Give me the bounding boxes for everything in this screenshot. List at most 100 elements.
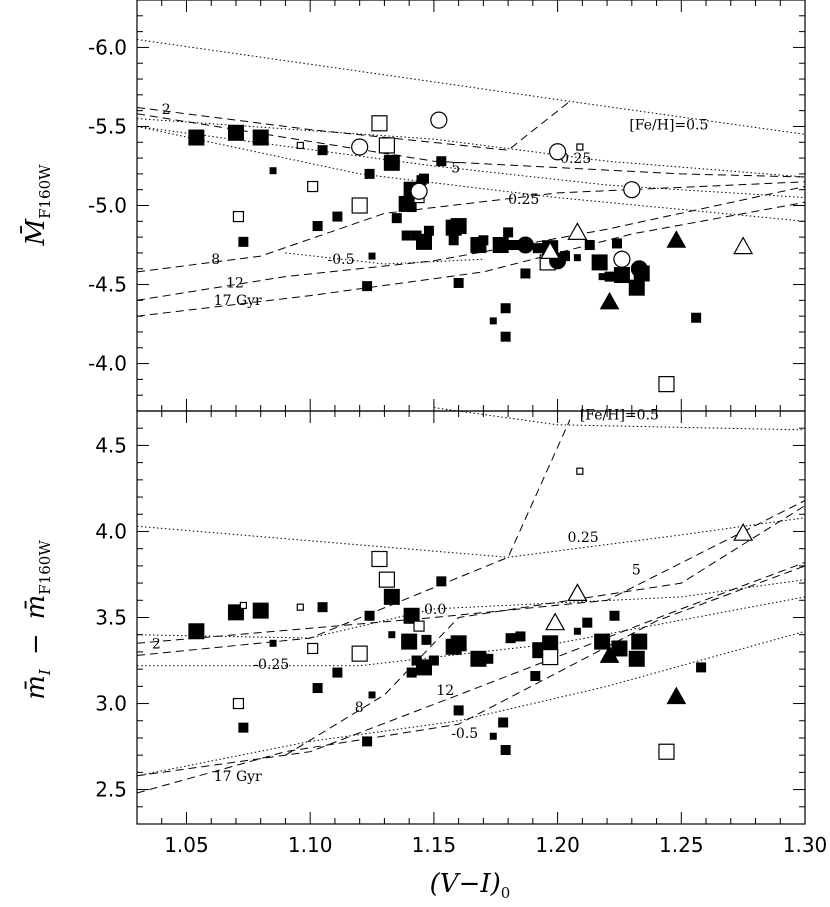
top-point-open-circle-4 xyxy=(613,250,631,268)
bottom-point-filled-square-tiny-0 xyxy=(269,639,277,647)
bottom-point-filled-square-small-9 xyxy=(428,655,439,666)
top-point-filled-square-small-16 xyxy=(478,235,489,246)
bottom-age-8-curve xyxy=(285,505,806,756)
top-point-filled-square-small-17 xyxy=(503,227,514,238)
top-feh-0.5-curve xyxy=(136,39,806,135)
top-label-age-12: 12 xyxy=(226,276,244,292)
bottom-age-17-curve xyxy=(136,565,806,794)
top-model-curves xyxy=(136,39,806,317)
x-axis-label: (V−I)0 xyxy=(430,869,511,902)
top-point-filled-square-small-8 xyxy=(406,202,417,213)
bottom-ylabel-sub1: I xyxy=(36,668,54,676)
xlabel-main: (V−I) xyxy=(430,869,501,899)
top-point-open-triangle-0 xyxy=(567,222,588,240)
bottom-point-filled-square-tiny-3 xyxy=(489,732,497,740)
top-point-filled-square-small-11 xyxy=(418,173,429,184)
top-age-12-curve xyxy=(136,186,806,301)
top-age-8-curve xyxy=(136,181,806,273)
top-point-filled-square-small-9 xyxy=(411,230,422,241)
bottom-point-open-square-large-1 xyxy=(371,550,388,568)
top-point-filled-square-small-0 xyxy=(238,236,249,247)
top-point-filled-square-large-10 xyxy=(492,237,509,254)
top-point-open-square-tiny-1 xyxy=(576,143,584,151)
bottom-point-filled-square-tiny-5 xyxy=(598,639,606,647)
top-point-filled-circle-2 xyxy=(630,260,648,278)
bottom-feh-0.0-curve xyxy=(136,579,806,639)
top-point-filled-square-small-4 xyxy=(362,281,373,292)
bottom-point-open-square-large-3 xyxy=(542,648,559,666)
bottom-point-filled-square-small-20 xyxy=(609,610,620,621)
bottom-y-tick-label: 4.0 xyxy=(95,519,127,543)
top-point-filled-square-small-21 xyxy=(532,243,543,254)
bottom-point-open-triangle-1 xyxy=(567,583,588,602)
top-label-0.25-b: 0.25 xyxy=(508,192,539,208)
top-data-points xyxy=(188,111,754,393)
bottom-label-age-17: 17 Gyr xyxy=(214,769,262,785)
bottom-label-age-8: 8 xyxy=(355,700,364,716)
top-point-filled-square-small-6 xyxy=(391,213,402,224)
top-point-filled-square-small-29 xyxy=(500,331,511,342)
top-point-filled-square-small-24 xyxy=(584,240,595,251)
bottom-age-12-curve xyxy=(136,561,806,777)
top-point-filled-circle-0 xyxy=(516,236,534,254)
top-label-0.25-a: 0.25 xyxy=(560,151,591,167)
bottom-point-filled-triangle-1 xyxy=(666,686,687,705)
top-y-tick-label: -4.5 xyxy=(88,273,127,297)
bottom-point-filled-square-small-14 xyxy=(500,745,511,756)
bottom-point-filled-square-large-14 xyxy=(631,633,648,650)
bottom-point-filled-square-small-10 xyxy=(436,576,447,587)
bottom-ylabel-m2: m̄ xyxy=(21,595,51,620)
top-point-filled-square-large-8 xyxy=(450,218,467,235)
top-axis-ticks: -6.0-5.5-5.0-4.5-4.0 xyxy=(88,0,806,412)
bottom-point-filled-square-small-12 xyxy=(483,653,494,664)
top-point-filled-square-tiny-2 xyxy=(489,317,497,325)
top-point-open-square-small-0 xyxy=(232,210,245,223)
bottom-point-filled-square-small-21 xyxy=(696,662,707,673)
bottom-y-tick-label: 3.5 xyxy=(95,606,127,630)
xlabel-sub: 0 xyxy=(501,884,511,902)
top-point-filled-square-large-13 xyxy=(613,267,630,284)
top-point-filled-square-small-2 xyxy=(317,145,328,156)
top-point-open-square-large-1 xyxy=(371,115,388,132)
top-point-filled-square-small-20 xyxy=(520,268,531,279)
bottom-point-filled-square-large-15 xyxy=(628,650,645,667)
top-label-age-5: 5 xyxy=(451,160,460,176)
bottom-point-open-square-large-2 xyxy=(378,571,395,588)
top-point-open-circle-1 xyxy=(430,111,448,129)
top-point-filled-square-tiny-1 xyxy=(368,252,376,260)
top-age-17-curve xyxy=(136,201,806,317)
top-point-filled-square-small-25 xyxy=(604,271,615,282)
bottom-label-neg0.5: -0.5 xyxy=(451,726,478,742)
bottom-point-filled-square-large-2 xyxy=(252,602,269,619)
bottom-point-filled-square-tiny-2 xyxy=(388,631,396,639)
top-point-open-square-tiny-0 xyxy=(296,141,304,150)
top-point-filled-square-small-13 xyxy=(436,156,447,167)
top-point-filled-square-small-27 xyxy=(691,312,702,323)
top-point-filled-square-small-5 xyxy=(364,168,375,179)
top-point-filled-square-large-12 xyxy=(591,254,608,271)
top-point-filled-square-small-7 xyxy=(401,230,412,241)
top-y-tick-label: -5.0 xyxy=(88,194,127,218)
top-point-filled-square-small-3 xyxy=(332,211,343,222)
bottom-data-points xyxy=(188,467,754,760)
bottom-point-open-square-small-2 xyxy=(413,620,425,632)
top-point-filled-square-large-14 xyxy=(628,279,645,296)
top-point-open-square-large-0 xyxy=(351,197,368,214)
bottom-y-tick-label: 3.0 xyxy=(95,692,127,716)
bottom-y-axis-label: m̄I−m̄F160W xyxy=(21,540,54,700)
top-point-filled-square-small-26 xyxy=(611,238,622,249)
bottom-feh-0.5-curve xyxy=(433,407,806,431)
top-y-tick-label: -5.5 xyxy=(88,114,127,138)
x-tick-label: 1.05 xyxy=(164,833,209,857)
x-tick-label: 1.25 xyxy=(659,833,704,857)
bottom-point-filled-square-small-7 xyxy=(411,655,422,666)
top-ylabel-sub: F160W xyxy=(36,164,54,219)
bottom-label-0.0: 0.0 xyxy=(424,602,446,618)
top-point-open-circle-2 xyxy=(548,143,567,161)
top-label-age-8: 8 xyxy=(211,252,220,268)
top-point-filled-square-small-15 xyxy=(453,277,464,288)
bottom-ylabel-m1: m̄ xyxy=(21,675,51,700)
